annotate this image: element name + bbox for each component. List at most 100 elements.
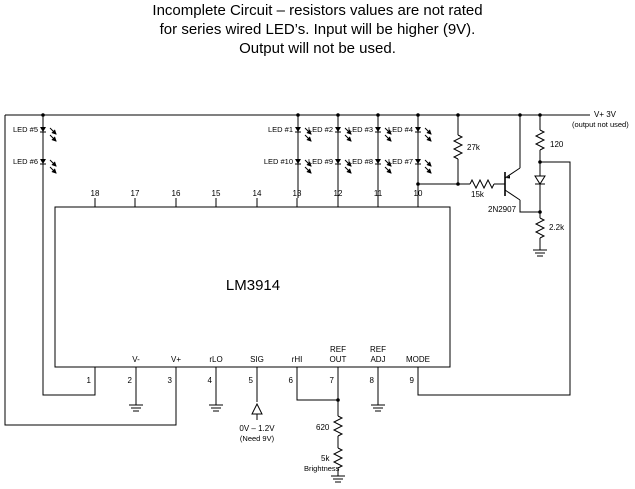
ground-icon — [129, 404, 143, 412]
ic-bottom-pin: 1 — [87, 376, 92, 385]
pin-label: SIG — [250, 355, 264, 364]
ic-top-pin: 13 — [293, 189, 302, 207]
ic-top-pin: 14 — [253, 189, 262, 207]
led-icon — [415, 159, 432, 174]
led-icon — [40, 127, 57, 142]
junction-dot — [538, 210, 542, 214]
wire-mode-feedback — [417, 161, 571, 396]
led-label-top-3: LED #3 — [348, 125, 373, 134]
ic-body — [54, 206, 451, 368]
led-label-top-0: LED #5 — [13, 125, 38, 134]
ic-bottom-pin: 4 rLO — [208, 355, 223, 385]
label-27k: 27k — [467, 143, 481, 152]
pin-number: 2 — [128, 376, 133, 385]
note-line-2: for series wired LED’s. Input will be hi… — [159, 21, 476, 38]
pin-label: REF — [370, 345, 386, 354]
resistor-15k — [469, 178, 495, 190]
pin-number: 17 — [131, 189, 140, 198]
diode — [534, 175, 546, 185]
led-label-top-1: LED #1 — [268, 125, 293, 134]
led-label-bottom-0: LED #6 — [13, 157, 38, 166]
note-line-3: Output will not be used. — [239, 40, 396, 57]
ic-bottom-pin: 3 V+ — [168, 355, 182, 385]
ic-top-pin: 18 — [91, 189, 100, 207]
led-label-top-2: LED #2 — [308, 125, 333, 134]
transistor-collector-leg — [504, 189, 521, 201]
ic-top-pin: 16 — [172, 189, 181, 207]
label-2k2: 2.2k — [549, 223, 565, 232]
pin-label: V+ — [171, 355, 181, 364]
pin-number: 16 — [172, 189, 181, 198]
pin-label: rHI — [292, 355, 303, 364]
led-label-bottom-1: LED #10 — [264, 157, 293, 166]
transistor-emitter-leg — [504, 167, 521, 179]
led-icon — [40, 159, 57, 174]
ic-bottom-pin: 6 rHI — [289, 355, 303, 385]
led-label-top-4: LED #4 — [388, 125, 413, 134]
pin-label: OUT — [330, 355, 347, 364]
pin-number: 14 — [253, 189, 262, 198]
led-label-bottom-3: LED #8 — [348, 157, 373, 166]
pin-number: 13 — [293, 189, 302, 198]
pin-number: 3 — [168, 376, 173, 385]
led-icon — [415, 127, 432, 142]
label-620: 620 — [316, 423, 330, 432]
ic-top-pin: 15 — [212, 189, 221, 207]
resistor-2k2 — [534, 217, 546, 239]
label-15k: 15k — [471, 190, 485, 199]
led-string — [295, 115, 312, 198]
wire-rail-to-pin3 — [4, 115, 177, 426]
ground-icon — [371, 404, 385, 412]
ic-bottom-pin: 2 V- — [128, 355, 141, 385]
input-note: (Need 9V) — [240, 434, 275, 443]
ic-name: LM3914 — [226, 277, 280, 294]
ground-icon — [209, 404, 223, 412]
led-strings — [40, 115, 432, 198]
note-line-1: Incomplete Circuit – resistors values ar… — [152, 2, 483, 19]
pin-number: 5 — [249, 376, 254, 385]
junction-dot — [336, 398, 340, 402]
pin-number: 6 — [289, 376, 294, 385]
led-label-bottom-4: LED #7 — [388, 157, 413, 166]
pin-number: 9 — [410, 376, 415, 385]
led-label-bottom-2: LED #9 — [308, 157, 333, 166]
pin-label: MODE — [406, 355, 430, 364]
led-icon — [295, 159, 312, 174]
label-120: 120 — [550, 140, 564, 149]
label-5k: 5k — [321, 454, 330, 463]
ic-bottom-pin: 5 SIG — [249, 355, 264, 385]
ic-top-pin: 17 — [131, 189, 140, 207]
pin-number: 18 — [91, 189, 100, 198]
wire-led5-to-pin1 — [42, 173, 96, 396]
resistor-27k — [452, 134, 464, 160]
led-string — [40, 115, 57, 174]
supply-sublabel: (output not used) — [572, 120, 629, 129]
led-string — [335, 115, 352, 198]
pin-label: REF — [330, 345, 346, 354]
pin-label: ADJ — [370, 355, 385, 364]
transistor-arrow-icon — [506, 175, 510, 179]
pin-number: 4 — [208, 376, 213, 385]
wire-collector — [519, 200, 540, 213]
resistor-120 — [534, 129, 546, 151]
label-brightness: Brightness — [304, 464, 340, 473]
label-transistor: 2N2907 — [488, 205, 517, 214]
resistor-5k — [332, 447, 344, 469]
ground-icon — [533, 249, 547, 257]
led-string — [415, 115, 432, 198]
pin-label: V- — [132, 355, 140, 364]
input-range: 0V – 1.2V — [239, 424, 275, 433]
resistor-620 — [332, 415, 344, 437]
signal-input-icon — [251, 402, 263, 415]
pin-number: 7 — [330, 376, 335, 385]
pin-number: 8 — [370, 376, 375, 385]
pin-number: 15 — [212, 189, 221, 198]
pin-label: rLO — [209, 355, 222, 364]
supply-label: V+ 3V — [594, 110, 617, 119]
wire-rhi-to-refout — [296, 367, 338, 401]
pin-number: 1 — [87, 376, 92, 385]
